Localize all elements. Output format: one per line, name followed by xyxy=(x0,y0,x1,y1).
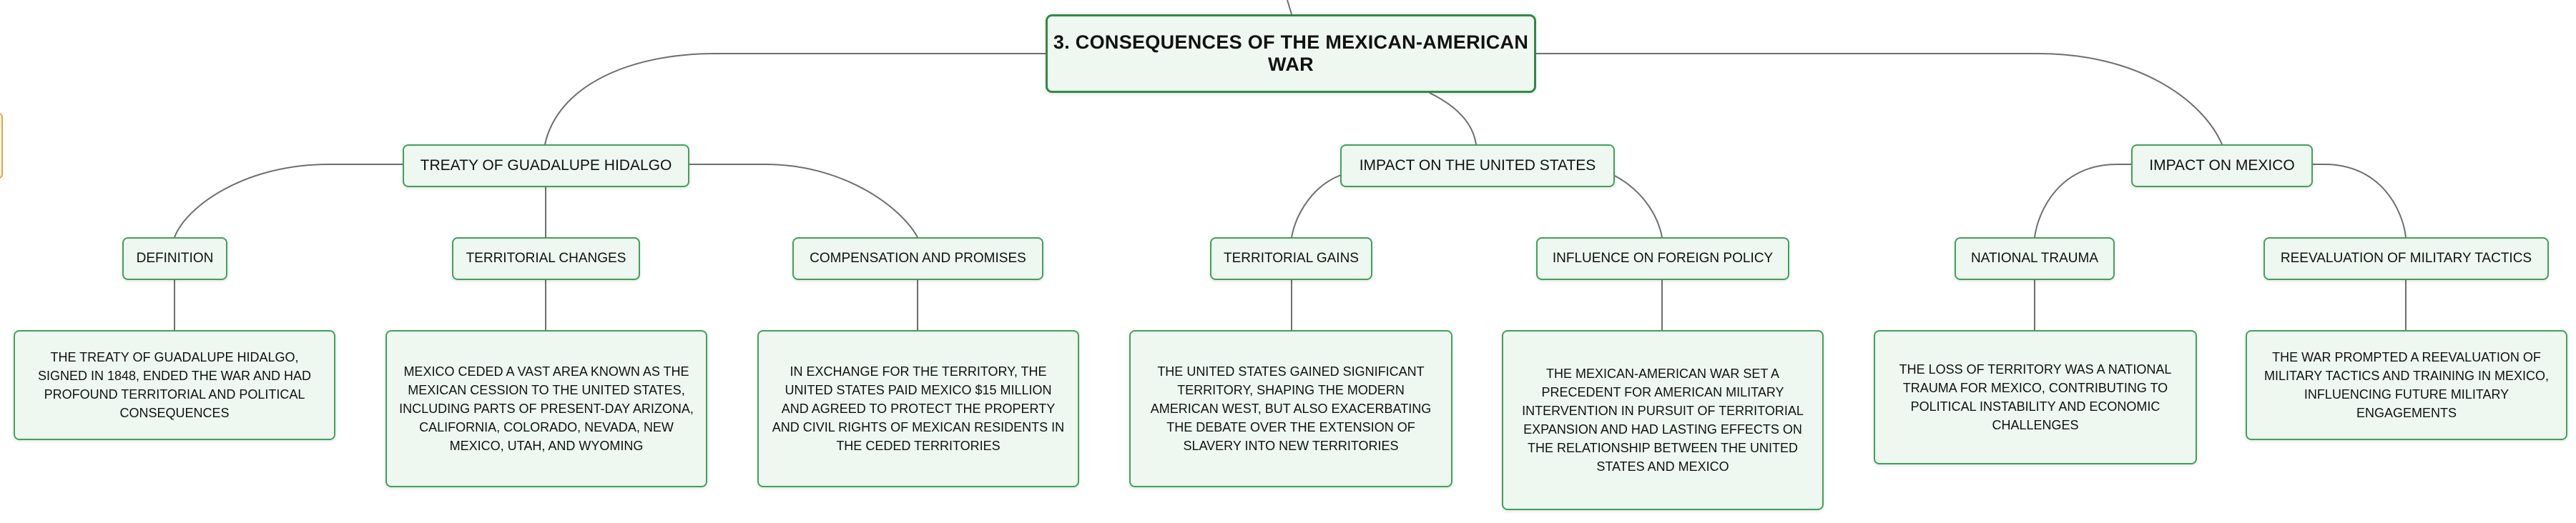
subtopic-label: TERRITORIAL GAINS xyxy=(1224,251,1359,266)
topic-impact-on-mexico[interactable]: IMPACT ON MEXICO xyxy=(2131,144,2313,187)
connector-mexico-trauma xyxy=(2034,164,2131,238)
detail-text: MEXICO CEDED A VAST AREA KNOWN AS THE ME… xyxy=(399,364,694,454)
connector-root-us xyxy=(1429,92,1477,145)
connector-treaty-compensation xyxy=(689,164,918,238)
subtopic-label: COMPENSATION AND PROMISES xyxy=(810,251,1026,266)
topic-treaty-of-guadalupe-hidalgo[interactable]: TREATY OF GUADALUPE HIDALGO xyxy=(403,144,689,187)
detail-influence-on-foreign-policy[interactable]: THE MEXICAN-AMERICAN WAR SET A PRECEDENT… xyxy=(1502,330,1824,510)
subtopic-national-trauma[interactable]: NATIONAL TRAUMA xyxy=(1955,237,2115,280)
subtopic-compensation-and-promises[interactable]: COMPENSATION AND PROMISES xyxy=(792,237,1043,280)
subtopic-label: INFLUENCE ON FOREIGN POLICY xyxy=(1552,251,1774,266)
subtopic-label: TERRITORIAL CHANGES xyxy=(466,251,626,266)
detail-text: IN EXCHANGE FOR THE TERRITORY, THE UNITE… xyxy=(772,364,1065,454)
detail-text: THE UNITED STATES GAINED SIGNIFICANT TER… xyxy=(1150,364,1432,454)
topic-label: TREATY OF GUADALUPE HIDALGO xyxy=(420,157,672,174)
subtopic-definition[interactable]: DEFINITION xyxy=(122,237,227,280)
root-topic-label: 3. CONSEQUENCES OF THE MEXICAN-AMERICAN … xyxy=(1053,31,1529,75)
connector-us-policy xyxy=(1613,174,1663,238)
detail-text: THE TREATY OF GUADALUPE HIDALGO, SIGNED … xyxy=(37,349,312,421)
root-topic[interactable]: 3. CONSEQUENCES OF THE MEXICAN-AMERICAN … xyxy=(1046,14,1536,93)
detail-text: THE LOSS OF TERRITORY WAS A NATIONAL TRA… xyxy=(1899,362,2172,433)
subtopic-label: DEFINITION xyxy=(136,251,214,266)
subtopic-reevaluation-of-military-tactics[interactable]: REEVALUATION OF MILITARY TACTICS xyxy=(2263,237,2549,280)
detail-territorial-changes[interactable]: MEXICO CEDED A VAST AREA KNOWN AS THE ME… xyxy=(385,330,707,487)
side-panel-tab[interactable] xyxy=(0,113,3,179)
subtopic-territorial-changes[interactable]: TERRITORIAL CHANGES xyxy=(452,237,640,280)
connector-root-mexico xyxy=(1536,53,2223,145)
connector-root-treaty xyxy=(544,53,1046,145)
detail-text: THE MEXICAN-AMERICAN WAR SET A PRECEDENT… xyxy=(1522,366,1804,474)
subtopic-territorial-gains[interactable]: TERRITORIAL GAINS xyxy=(1210,237,1372,280)
detail-text: THE WAR PROMPTED A REEVALUATION OF MILIT… xyxy=(2263,349,2550,421)
connector-mexico-tactics xyxy=(2313,164,2407,238)
topic-impact-on-the-united-states[interactable]: IMPACT ON THE UNITED STATES xyxy=(1340,144,1615,187)
subtopic-label: REEVALUATION OF MILITARY TACTICS xyxy=(2280,251,2532,266)
connector-root-parent xyxy=(1287,0,1292,15)
connector-us-gains xyxy=(1291,174,1342,238)
subtopic-influence-on-foreign-policy[interactable]: INFLUENCE ON FOREIGN POLICY xyxy=(1536,237,1789,280)
detail-compensation-and-promises[interactable]: IN EXCHANGE FOR THE TERRITORY, THE UNITE… xyxy=(757,330,1079,487)
topic-label: IMPACT ON MEXICO xyxy=(2149,157,2295,174)
subtopic-label: NATIONAL TRAUMA xyxy=(1970,251,2099,266)
detail-territorial-gains[interactable]: THE UNITED STATES GAINED SIGNIFICANT TER… xyxy=(1129,330,1452,487)
connector-treaty-definition xyxy=(174,164,403,238)
detail-definition[interactable]: THE TREATY OF GUADALUPE HIDALGO, SIGNED … xyxy=(14,330,335,440)
detail-national-trauma[interactable]: THE LOSS OF TERRITORY WAS A NATIONAL TRA… xyxy=(1874,330,2197,464)
detail-reevaluation-of-military-tactics[interactable]: THE WAR PROMPTED A REEVALUATION OF MILIT… xyxy=(2246,330,2567,440)
topic-label: IMPACT ON THE UNITED STATES xyxy=(1359,157,1596,174)
